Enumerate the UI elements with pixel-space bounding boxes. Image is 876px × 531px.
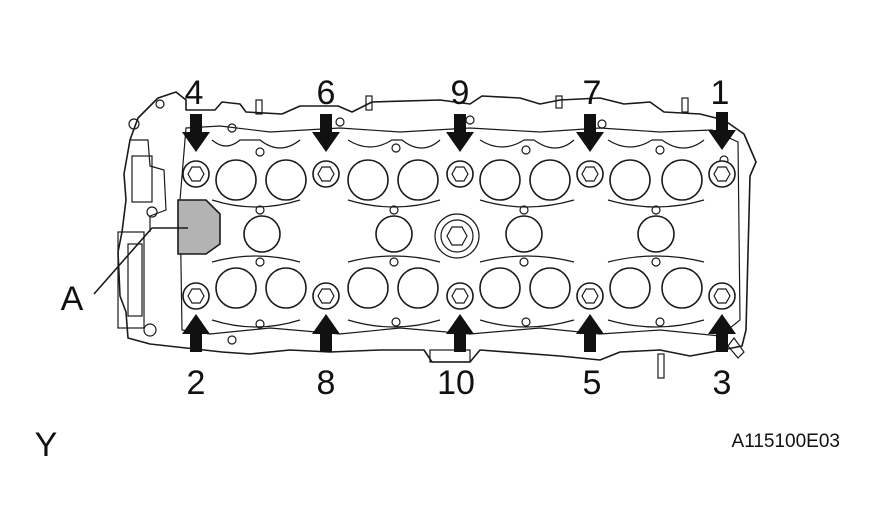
arrow-up-icon — [312, 314, 340, 352]
view-label: Y — [35, 426, 58, 464]
bolt-5 — [576, 282, 604, 310]
arrow-down-icon — [708, 112, 736, 150]
lower-head-bolts — [182, 282, 736, 310]
small-holes — [227, 115, 729, 345]
part-a-shape — [177, 199, 221, 255]
top-studs — [255, 95, 689, 115]
upper-lifters — [215, 159, 703, 201]
left-hole-2 — [143, 323, 157, 337]
center-plug-ring — [434, 213, 480, 259]
seq-number-bottom: 10 — [437, 364, 475, 402]
bolt-2 — [182, 282, 210, 310]
seq-number-bottom: 2 — [187, 364, 206, 402]
left-flange — [117, 231, 145, 329]
bolt-4 — [182, 160, 210, 188]
part-a-label: A — [61, 280, 84, 318]
left-hole-1 — [146, 206, 158, 218]
seq-number-top: 9 — [451, 74, 470, 112]
seq-number-top: 7 — [583, 74, 602, 112]
left-block — [131, 155, 153, 203]
seq-number-bottom: 3 — [713, 364, 732, 402]
lower-arrows — [182, 314, 736, 352]
center-hex-icon — [446, 226, 468, 246]
arrow-up-icon — [708, 314, 736, 352]
seq-number-bottom: 5 — [583, 364, 602, 402]
lower-cam-saddles — [211, 255, 705, 328]
figure-code: A115100E03 — [732, 431, 840, 452]
bottom-studs — [429, 336, 745, 379]
upper-cam-saddles — [211, 139, 705, 208]
upper-head-bolts — [182, 160, 736, 188]
arrow-up-icon — [576, 314, 604, 352]
upper-arrows — [182, 112, 736, 152]
center-plug-inner — [440, 219, 474, 253]
left-hole-4 — [155, 99, 165, 109]
arrow-down-icon — [312, 114, 340, 152]
seq-number-top: 1 — [711, 74, 730, 112]
left-housing — [130, 139, 167, 232]
left-hole-3 — [128, 118, 140, 130]
seq-number-bottom: 8 — [317, 364, 336, 402]
part-a-leader — [93, 227, 188, 295]
arrow-down-icon — [576, 114, 604, 152]
seq-number-top: 6 — [317, 74, 336, 112]
plug-tubes — [243, 215, 675, 253]
head-outline — [117, 91, 757, 363]
left-flange-inner — [127, 243, 143, 317]
bolt-6 — [312, 160, 340, 188]
arrow-up-icon — [182, 314, 210, 352]
arrow-up-icon — [446, 314, 474, 352]
lower-lifters — [215, 267, 703, 309]
bolt-10 — [446, 282, 474, 310]
arrow-down-icon — [182, 114, 210, 152]
arrow-down-icon — [446, 114, 474, 152]
bolt-7 — [576, 160, 604, 188]
bolt-8 — [312, 282, 340, 310]
bolt-1 — [708, 160, 736, 188]
bolt-9 — [446, 160, 474, 188]
bolt-3 — [708, 282, 736, 310]
seq-number-top: 4 — [185, 74, 204, 112]
